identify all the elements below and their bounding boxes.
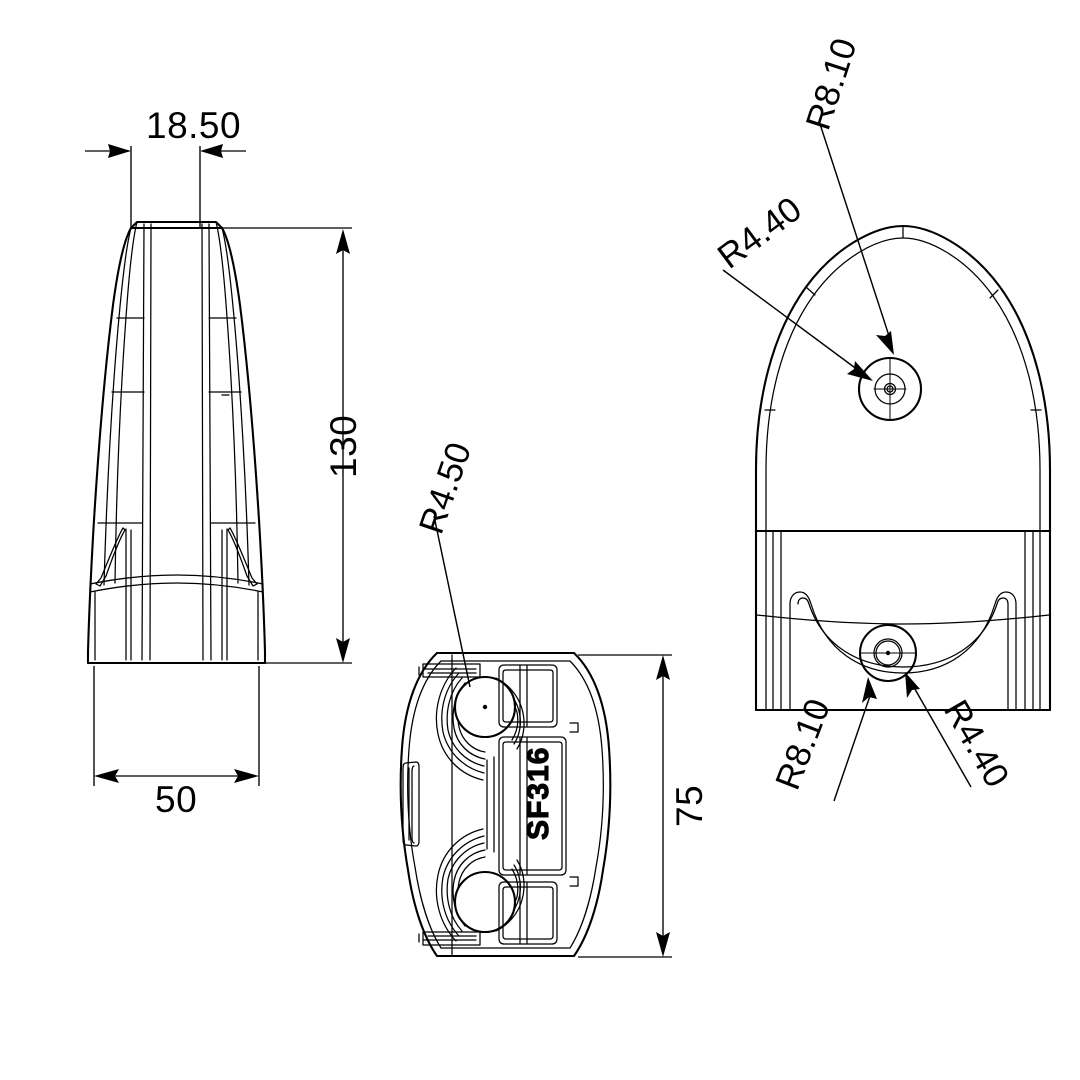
bottom-view-tl-pocket [422,663,481,678]
r810-bottom-label: R8.10 [768,694,838,795]
bottom-view-br-pocket [498,881,558,945]
r810-bottom-leader-line [833,689,873,802]
side-view-right-face-curve2 [215,221,239,584]
bottom-view-left-pad-inner [411,765,415,844]
bottom-view-bottom-boss [453,870,517,934]
side-view-right-notch [227,527,258,587]
front-view-tick-right-upper [989,289,999,299]
r440-top-arrow [847,361,873,381]
bottom-view: SF316 [399,651,612,958]
dimension-130: 130 [202,227,364,664]
side-view-panel-line-left2 [149,223,152,661]
bottom-view-inner-outline [407,660,604,949]
r810-top-arrow [876,331,894,355]
radius-callout-r450: R4.50 [412,438,479,688]
side-view-left-face-curve2 [114,221,138,584]
side-view-collar-curve2 [89,582,264,593]
dim-75-label: 75 [669,785,710,827]
front-view-scallop-inner [797,597,1009,711]
side-view-collar-curve [89,574,264,585]
side-view-left-notch [95,527,126,587]
radius-callout-r440-top: R4.40 [711,190,873,381]
dim-130-arrow-bottom [336,638,350,663]
dim-1850-label: 18.50 [146,105,241,146]
front-view [754,224,1052,712]
radius-callout-r810-bottom: R8.10 [768,677,877,802]
dimension-75: 75 [578,654,710,958]
bottom-view-br-pocket-inner [502,886,554,940]
dim-50-arrow-right [234,769,259,783]
dim-1850-arrow-left [108,144,131,158]
side-view-panel-line-right [201,223,204,661]
r440-bottom-leader-line [911,683,972,788]
dimension-50: 50 [93,666,260,820]
front-view-band-curve [756,614,1050,625]
front-view-scallop-outer [789,591,1017,711]
r440-top-leader-line [722,269,863,374]
radius-callout-r810-top: R8.10 [799,34,894,355]
dim-75-arrow-bottom [656,932,670,957]
bottom-view-center-pocket [498,736,567,876]
bottom-view-top-boss-center [482,704,488,710]
dim-130-label: 130 [323,415,364,478]
r440-bottom-arrow [905,672,920,698]
bottom-view-tab-upper [569,722,579,733]
r440-bottom-label: R4.40 [936,694,1016,794]
bottom-view-center-pocket-inner [502,741,563,871]
r440-top-label: R4.40 [711,190,809,277]
radius-callout-r440-bottom: R4.40 [905,672,1017,794]
bottom-view-tr-pocket [498,664,558,728]
dim-75-arrow-top [656,655,670,680]
r450-label: R4.50 [412,438,479,539]
dim-50-label: 50 [155,779,197,820]
front-view-outline [754,224,1052,712]
r810-top-leader-line [819,123,892,343]
bottom-view-bl-pocket [422,931,481,946]
front-view-tick-left-upper [805,286,816,296]
dim-1850-arrow-right [200,144,223,158]
side-view-panel-line-left [141,223,145,661]
side-view-right-face-curve [221,227,250,586]
side-view [86,220,267,665]
bottom-view-left-pad [402,761,420,847]
r810-top-label: R8.10 [799,34,865,135]
side-view-left-face-curve [103,227,132,586]
part-marking-sf316: SF316 [522,747,555,840]
dim-130-arrow-top [336,229,350,254]
dimension-18-50: 18.50 [85,105,246,227]
r810-bottom-arrow [862,677,877,703]
dim-50-arrow-left [94,769,119,783]
side-view-body-outline [86,220,267,665]
bottom-view-tr-pocket-inner [502,669,554,723]
r450-leader-line [433,515,471,688]
bottom-view-tab-lower [569,876,579,887]
front-view-inner-outline [765,237,1041,711]
side-view-panel-line-right2 [208,223,212,661]
